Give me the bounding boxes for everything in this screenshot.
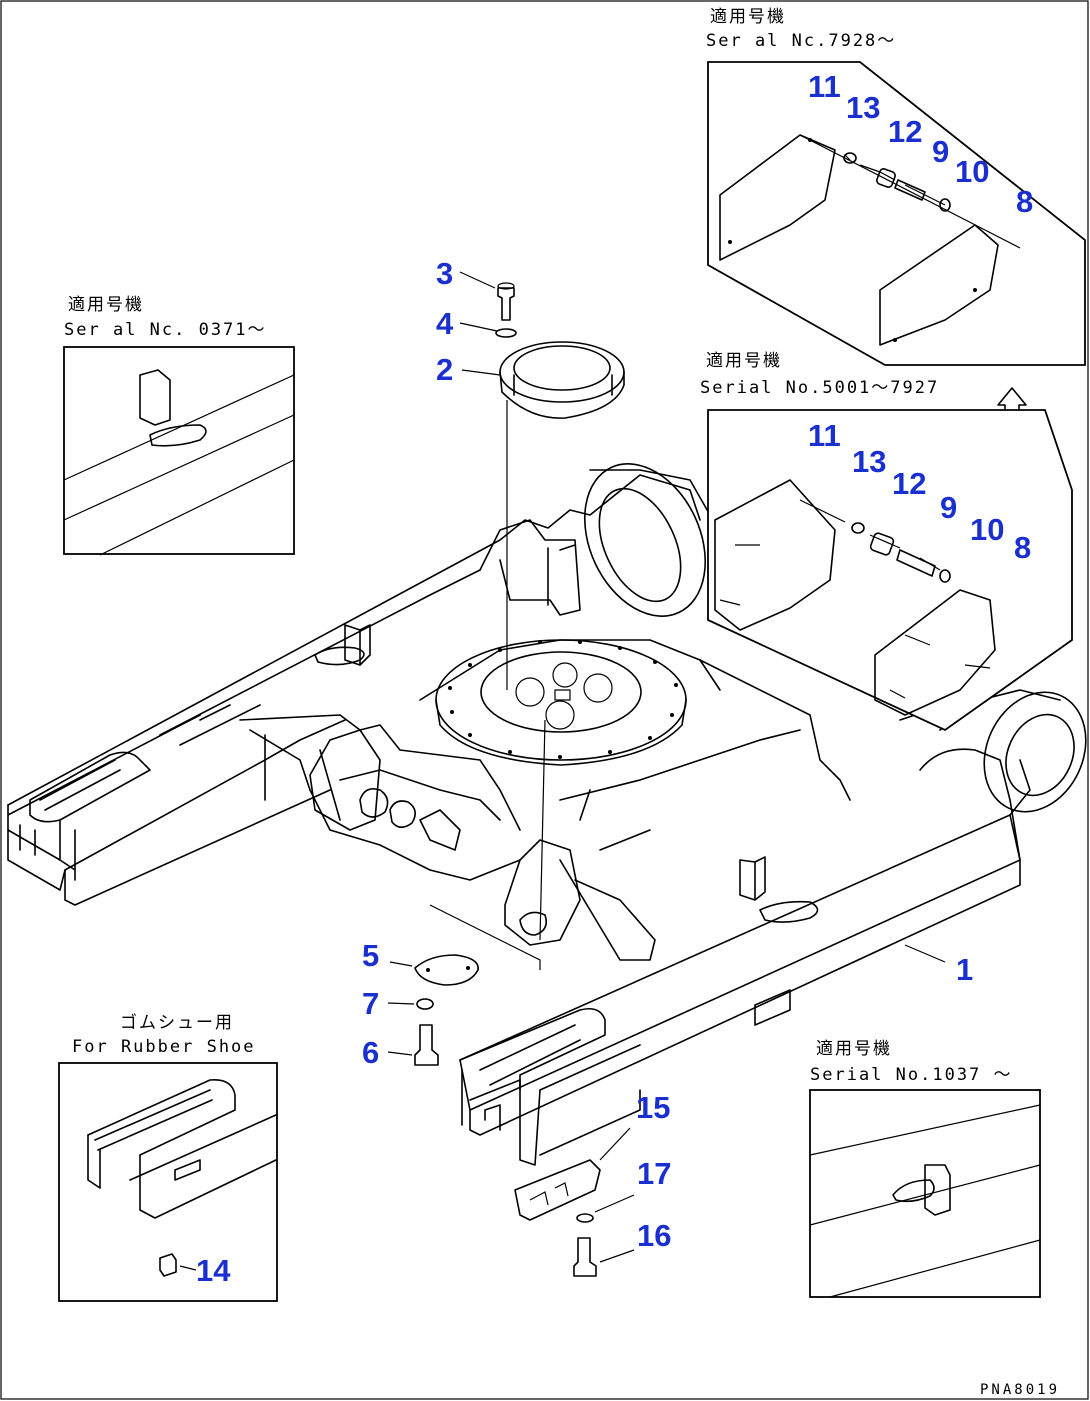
bottom-right-title: 適用号機 [816,1039,892,1059]
rubber-shoe-title: ゴムシュー用 [120,1012,234,1033]
guard-assembly [514,1159,601,1277]
callout-2: 2 [436,352,453,387]
callout-top-right-10: 10 [955,154,989,189]
callout-3: 3 [436,256,453,291]
rubber-shoe-subtitle: For Rubber Shoe [72,1037,256,1057]
inset-rubber-shoe [58,1062,278,1302]
callout-5: 5 [362,938,379,973]
callout-16: 16 [637,1218,671,1253]
callout-top-right-11: 11 [808,69,841,104]
bearing-ring-assembly [495,282,625,941]
callout-4: 4 [436,306,454,341]
track-frame-drawing [7,463,1087,1166]
callout-15: 15 [636,1090,670,1125]
callout-mid-right-11: 11 [808,418,841,453]
left-serial: Ser al Nc. 0371〜 [64,320,267,340]
callout-top-right-12: 12 [888,114,922,149]
bottom-right-serial: Serial No.1037 〜 [810,1065,1013,1085]
callout-mid-right-8: 8 [1014,530,1031,565]
callout-mid-right-12: 12 [892,466,926,501]
mid-right-title: 適用号機 [706,351,782,371]
top-right-serial: Ser al Nc.7928〜 [706,31,896,51]
left-title: 適用号機 [68,295,144,315]
callout-14: 14 [196,1253,231,1288]
top-right-title: 適用号機 [710,7,786,27]
cover-plate-assembly [414,954,479,1066]
callout-1: 1 [956,952,973,987]
callout-top-right-13: 13 [846,90,880,125]
callout-top-right-8: 8 [1016,184,1033,219]
callout-17: 17 [637,1156,671,1191]
callout-mid-right-13: 13 [852,444,886,479]
callout-mid-right-10: 10 [970,512,1004,547]
callout-top-right-9: 9 [932,134,949,169]
inset-middle-right [707,409,1073,732]
mid-right-serial: Serial No.5001〜7927 [700,378,939,398]
bearing-bolt-holes [448,640,678,759]
callout-7: 7 [362,986,379,1021]
inset-bottom-right [809,1089,1041,1298]
inset-top-right [707,61,1086,366]
callout-6: 6 [362,1035,379,1070]
drawing-code: PNA8019 [980,1382,1060,1398]
callout-mid-right-9: 9 [940,490,957,525]
leader-lines [179,271,946,1271]
inset-left [63,346,295,556]
